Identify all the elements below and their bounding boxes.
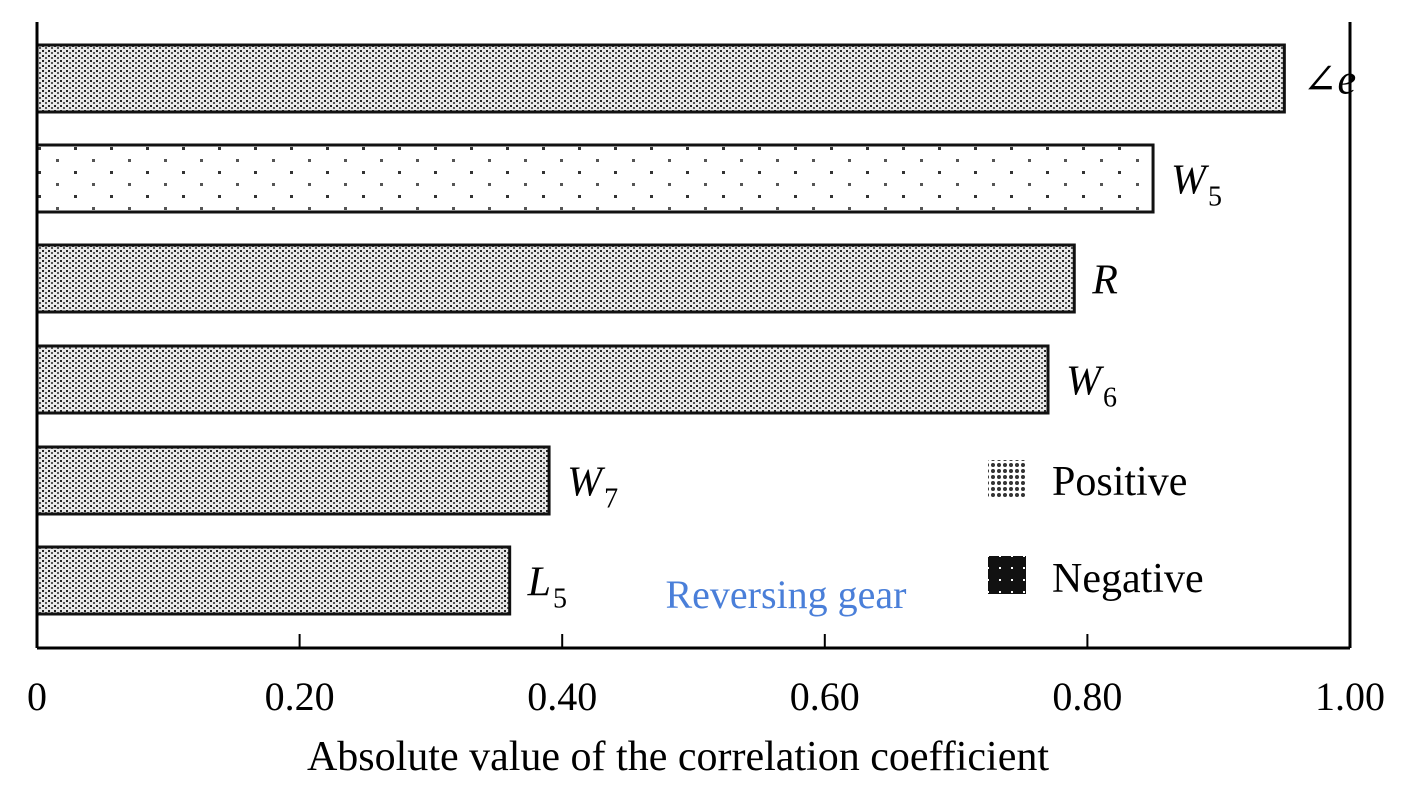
- bar-label-W6: W6: [1066, 359, 1117, 414]
- x-axis-label: Absolute value of the correlation coeffi…: [307, 734, 1049, 780]
- x-tick-label: 0.80: [1052, 674, 1122, 719]
- bar-label-W5: W5: [1171, 158, 1222, 213]
- legend-label-negative: Negative: [1052, 556, 1204, 602]
- bar-label-W7: W7: [567, 460, 618, 515]
- legend-swatch-positive: [988, 460, 1026, 498]
- legend: Positive Negative: [988, 459, 1204, 602]
- bar-label-L5: L5: [527, 560, 567, 615]
- bar-W5: [35, 143, 1155, 214]
- legend-swatch-negative: [988, 556, 1026, 594]
- legend-label-positive: Positive: [1052, 459, 1187, 505]
- bar-label-∠e: ∠e: [1302, 58, 1356, 104]
- x-tick-label: 1.00: [1315, 674, 1385, 719]
- x-tick-label: 0.40: [527, 674, 597, 719]
- bar-W6: [35, 344, 1050, 415]
- bar-label-R: R: [1091, 258, 1118, 304]
- x-tick-label: 0.20: [265, 674, 335, 719]
- bar-L5: [35, 545, 512, 616]
- x-tick-label: 0: [27, 674, 47, 719]
- annotation-reversing-gear: Reversing gear: [665, 572, 906, 617]
- bar-∠e: [35, 43, 1286, 114]
- x-tick-label: 0.60: [790, 674, 860, 719]
- bar-W7: [35, 445, 551, 516]
- bar-R: [35, 243, 1076, 314]
